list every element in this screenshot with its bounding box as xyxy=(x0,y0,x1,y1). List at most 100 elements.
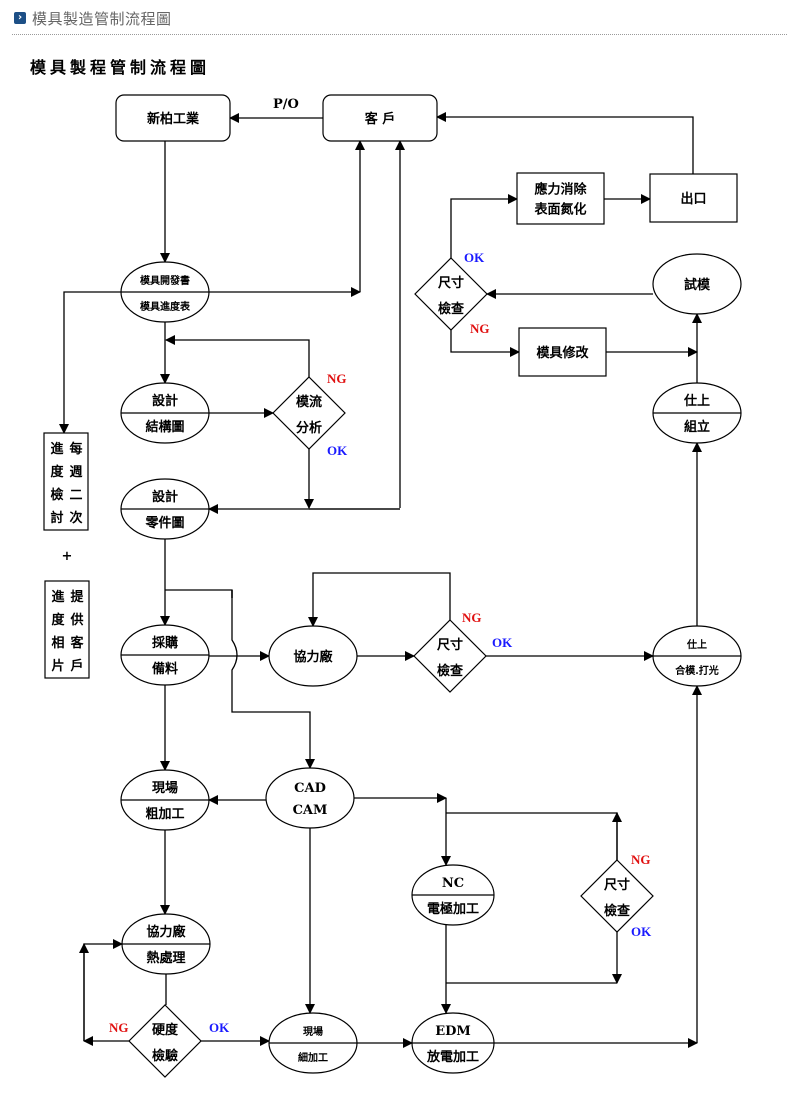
node-label-top: 設計 xyxy=(152,393,178,409)
node-label-top: EDM xyxy=(435,1024,471,1039)
edge-export-to-customer xyxy=(436,112,694,174)
label-ng: NG xyxy=(462,610,482,625)
node-label-char: 供 xyxy=(69,612,83,628)
node-label-bottom: 合模.打光 xyxy=(674,664,718,677)
node-label: CAM xyxy=(293,803,328,818)
node-mold-modify: 模具修改 xyxy=(518,327,607,377)
edge-check2-ok xyxy=(450,194,518,258)
page-header: › 模具製造管制流程圖 xyxy=(12,8,787,35)
node-label-bottom: 結構圖 xyxy=(145,419,184,435)
label-ok: OK xyxy=(631,924,652,939)
label-ok: OK xyxy=(209,1020,230,1035)
edge-moldflow-ng xyxy=(165,335,310,377)
node-label: 檢查 xyxy=(604,903,631,919)
node-label-bottom: 細加工 xyxy=(298,1051,328,1064)
node-label-top: 現場 xyxy=(152,780,178,796)
edge-devdoc-to-weekly xyxy=(59,291,121,434)
node-label-char: 每 xyxy=(69,441,82,457)
node-label-char: 提 xyxy=(70,589,84,605)
diagram-title: 模具製程管制流程圖 xyxy=(30,58,211,77)
node-label-top: 仕上 xyxy=(686,638,707,651)
node-label: 尺寸 xyxy=(604,877,630,893)
node-label-bottom: 放電加工 xyxy=(426,1049,479,1065)
label-ng: NG xyxy=(109,1020,129,1035)
node-label: 協力廠 xyxy=(293,649,333,665)
node-label: 應力消除 xyxy=(534,182,587,198)
node-label-top: 仕上 xyxy=(683,393,710,409)
node-label-bottom: 熱處理 xyxy=(146,950,185,966)
node-label: 模具修改 xyxy=(536,345,589,361)
node-customer: 客 戶 xyxy=(322,94,438,142)
node-company: 新柏工業 xyxy=(115,94,231,142)
node-label: 出口 xyxy=(680,191,706,207)
node-label: 新柏工業 xyxy=(147,111,200,127)
node-label-bottom: 組立 xyxy=(684,419,710,435)
node-label-top: 現場 xyxy=(303,1025,323,1038)
label-ng: NG xyxy=(470,321,490,336)
label-ok: OK xyxy=(492,635,513,650)
edge-branch-a xyxy=(165,589,233,598)
node-label-bottom: 備料 xyxy=(152,661,178,677)
node-label: 檢查 xyxy=(438,301,465,317)
node-label-bottom: 零件圖 xyxy=(144,515,184,531)
node-label-bottom: 電極加工 xyxy=(427,901,479,917)
node-label-char: 度 xyxy=(50,464,64,480)
node-label-char: 二 xyxy=(69,488,82,503)
node-nc: NC 電極加工 xyxy=(411,864,495,926)
node-label-bottom: 粗加工 xyxy=(145,806,184,822)
node-label-top: 採購 xyxy=(152,635,178,651)
node-label-char: 週 xyxy=(69,465,82,480)
edge-check1-ng xyxy=(308,572,451,627)
node-edm: EDM 放電加工 xyxy=(411,1012,495,1074)
node-label-char: 進 xyxy=(51,589,64,605)
label-ok: OK xyxy=(464,250,485,265)
node-label-char: 檢 xyxy=(50,487,63,503)
node-label-char: 客 xyxy=(70,635,84,651)
node-label: 表面氮化 xyxy=(533,202,586,218)
node-label-char: 度 xyxy=(51,612,65,628)
node-label-char: 次 xyxy=(69,510,82,526)
node-label-char: 進 xyxy=(50,441,63,457)
node-label: 尺寸 xyxy=(437,637,463,653)
node-label-char: 片 xyxy=(51,658,64,674)
node-partner-factory: 協力廠 xyxy=(268,625,358,687)
edge-label-po: P/O xyxy=(273,97,299,112)
node-label: 尺寸 xyxy=(438,275,464,291)
node-label-char: 討 xyxy=(50,510,63,526)
plus-sign: + xyxy=(62,549,73,564)
node-label-top: 設計 xyxy=(152,489,178,505)
chevron-right-icon: › xyxy=(14,12,26,24)
edge-check3-ng-line xyxy=(446,812,618,860)
page-title: 模具製造管制流程圖 xyxy=(32,10,172,28)
node-label: 分析 xyxy=(296,420,322,436)
node-label-bottom: 模具進度表 xyxy=(140,300,191,313)
label-ng: NG xyxy=(327,371,347,386)
label-ok: OK xyxy=(327,443,348,458)
node-label-top: NC xyxy=(442,876,464,891)
node-label-char: 戶 xyxy=(70,658,83,674)
edge-purchase-to-cadcam xyxy=(231,590,315,769)
edge-check2-ng xyxy=(450,330,520,357)
label-ng: NG xyxy=(631,852,651,867)
node-trial: 試模 xyxy=(652,253,742,315)
node-export: 出口 xyxy=(649,173,738,223)
node-label: 檢查 xyxy=(437,663,464,679)
